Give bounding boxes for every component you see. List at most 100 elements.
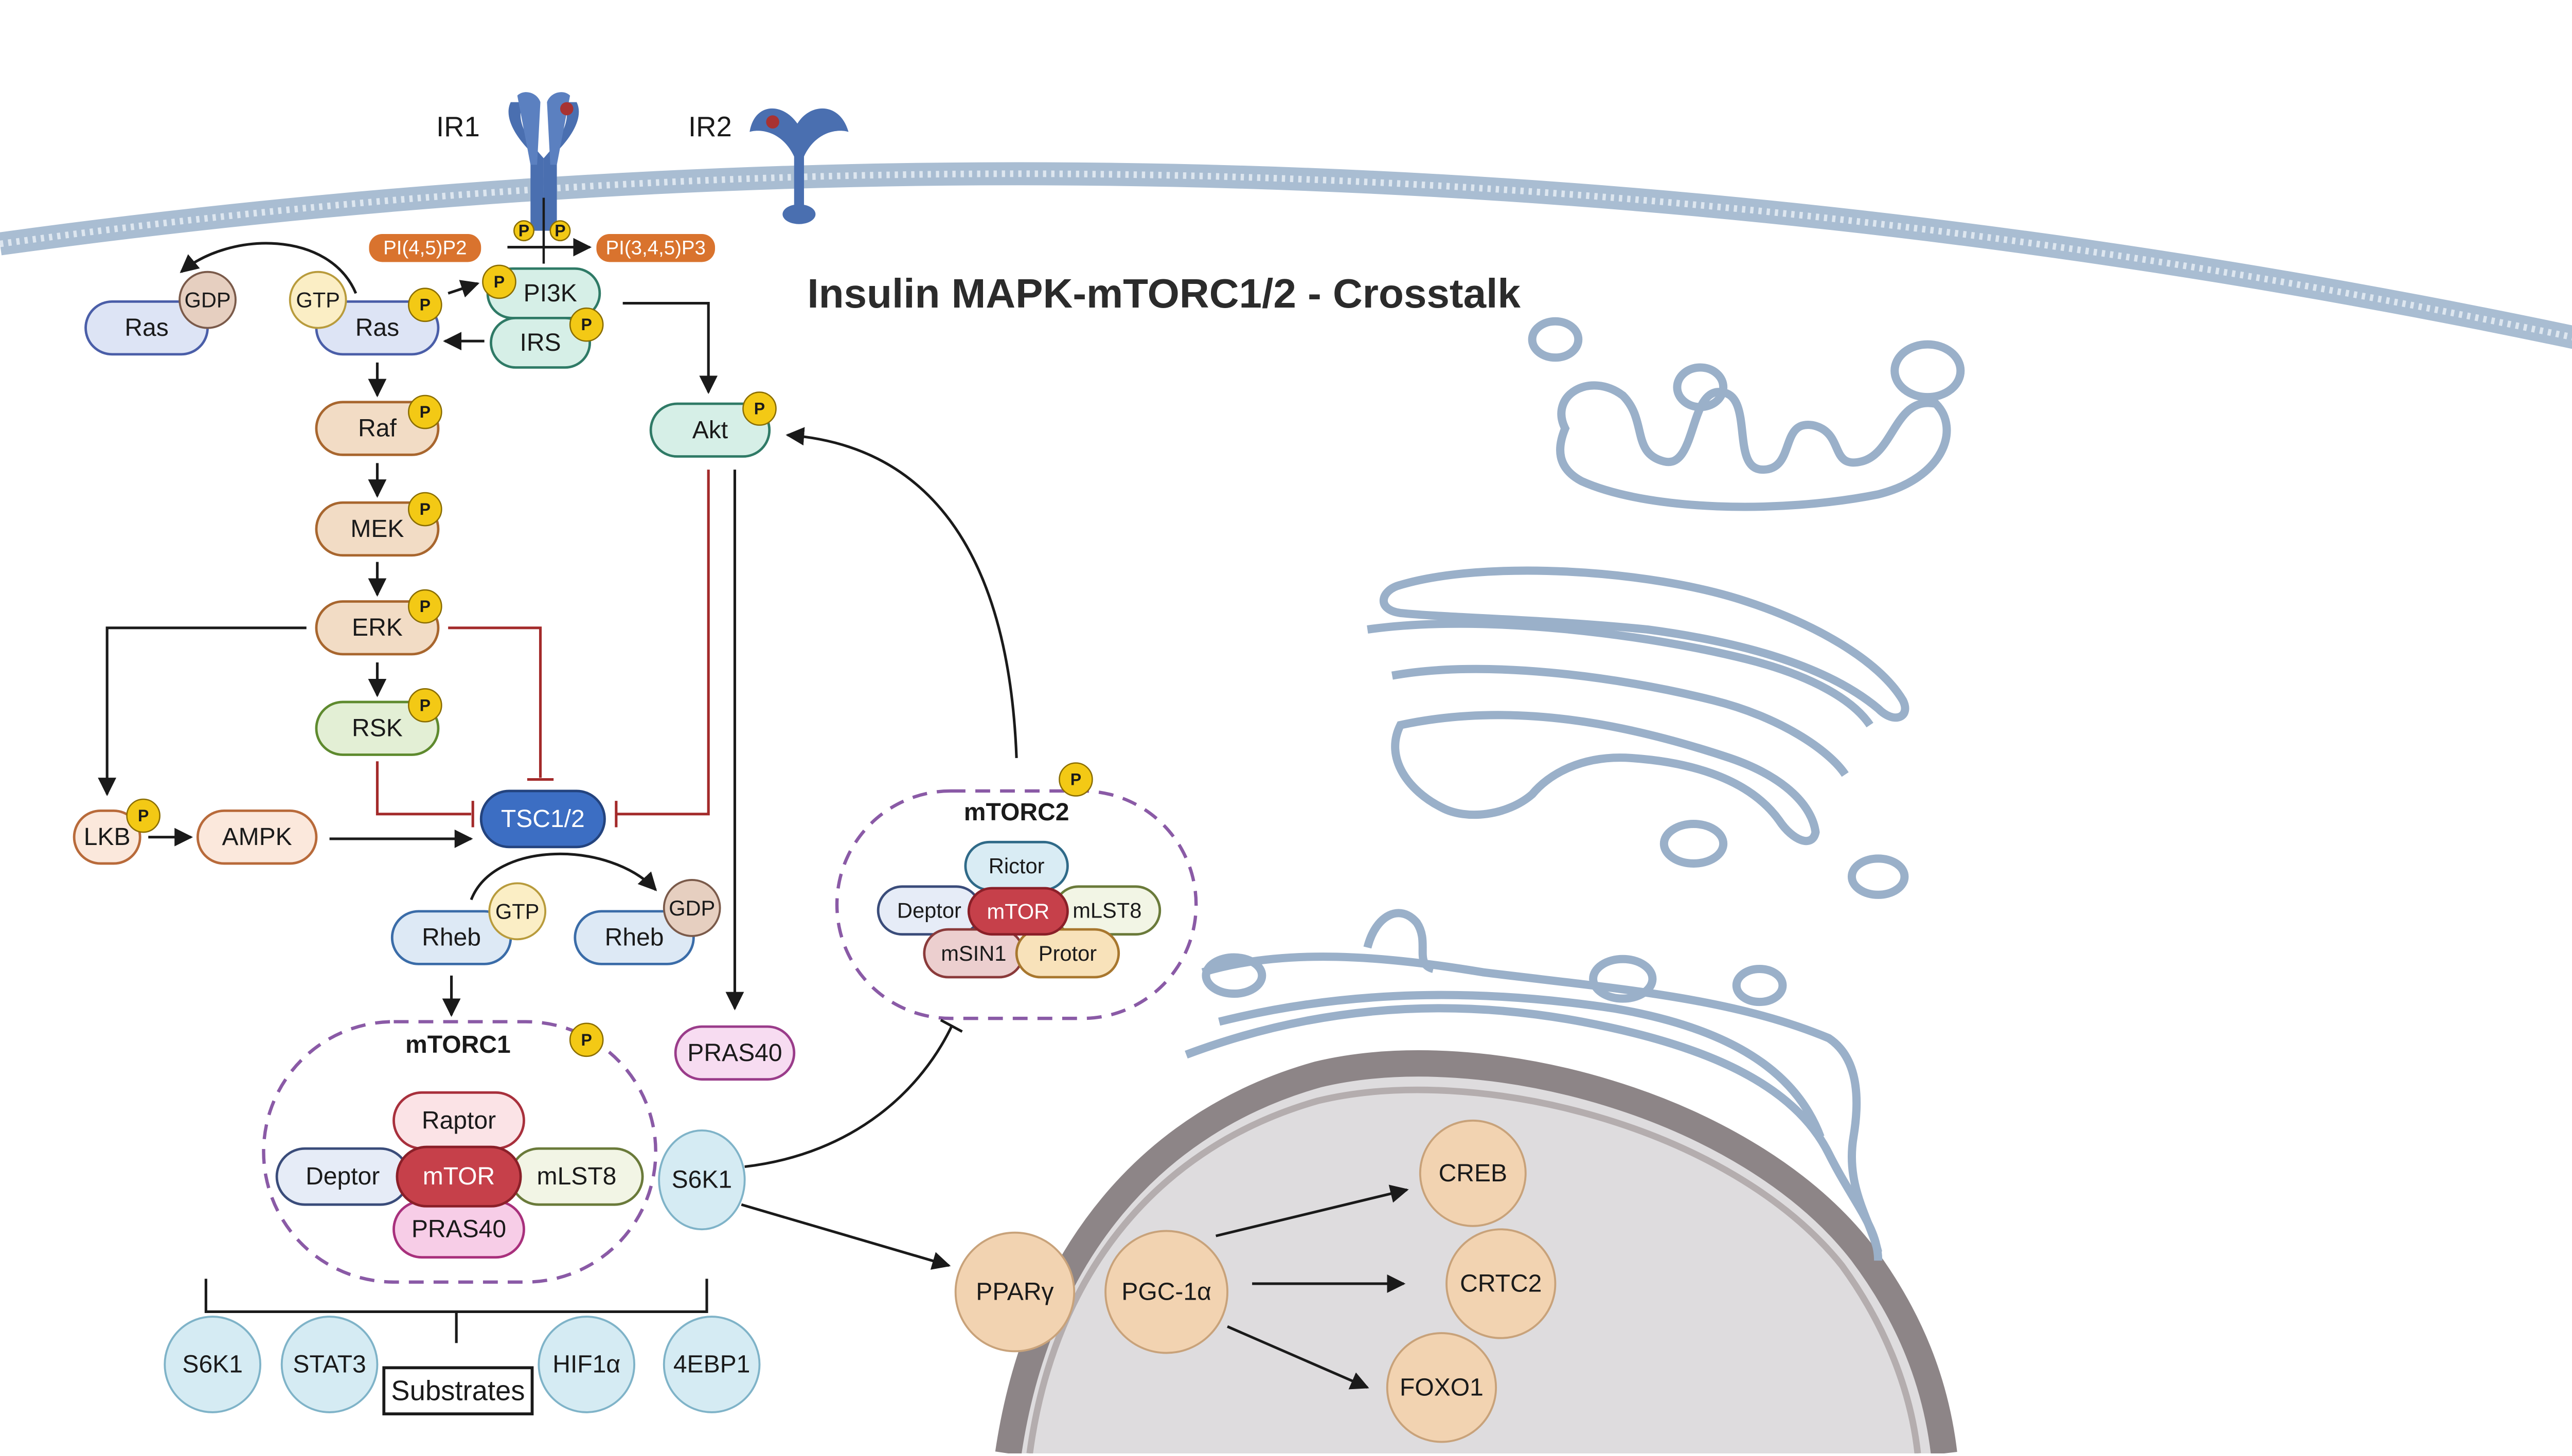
pgc-to-creb-arrow	[1216, 1184, 1409, 1237]
mtorc1-mtor: mTOR	[423, 1163, 495, 1190]
pgc-label: PGC-1α	[1121, 1278, 1211, 1305]
erk-label: ERK	[352, 614, 403, 641]
irs-phospho: P	[581, 315, 592, 334]
rheb-gdp-node: Rheb GDP	[574, 879, 721, 965]
rsk-node: RSK P	[315, 688, 442, 756]
erk-node: ERK P	[315, 589, 442, 656]
substrate-s6k1-label: S6K1	[182, 1351, 243, 1378]
crtc2-node: CRTC2	[1445, 1228, 1557, 1339]
irs-node: IRS P	[490, 307, 604, 369]
lkb-phospho: P	[138, 806, 149, 825]
erk-to-lkb-arrow	[98, 626, 307, 796]
mtorc2-deptor: Deptor	[897, 898, 961, 923]
gdp-top-label: GDP	[184, 288, 230, 312]
mek-phospho: P	[420, 500, 431, 518]
diagram-title: Insulin MAPK-mTORC1/2 - Crosstalk	[807, 271, 1521, 316]
ir2-label: IR2	[688, 111, 732, 142]
ir1-receptor: P P	[508, 92, 579, 242]
pgc-to-foxo1-arrow	[1227, 1325, 1369, 1390]
creb-node: CREB	[1419, 1119, 1527, 1227]
mek-node: MEK P	[315, 492, 442, 557]
pi3k-to-akt-arrow	[622, 301, 718, 394]
rheb-gtp-node: Rheb GTP	[390, 882, 547, 965]
mtorc1-mlst8: mLST8	[537, 1163, 617, 1190]
s6k1-inhibits-mtorc2	[744, 1024, 954, 1169]
ras-to-pi3k-arrow	[448, 280, 480, 298]
rsk-label: RSK	[352, 715, 403, 742]
akt-label: Akt	[692, 417, 728, 444]
rheb-right-label: Rheb	[605, 924, 664, 951]
irs-label: IRS	[520, 329, 561, 356]
mtorc1-raptor: Raptor	[422, 1107, 496, 1134]
ras-gdp-node: Ras GDP	[84, 271, 237, 356]
akt-node: Akt P	[649, 391, 777, 458]
mek-label: MEK	[350, 515, 404, 543]
ras-left-label: Ras	[124, 314, 168, 341]
mtorc1-label: mTORC1	[405, 1031, 511, 1058]
pras40-free-node: PRAS40	[674, 1025, 796, 1081]
raf-node: Raf P	[315, 394, 442, 456]
mtorc1-deptor: Deptor	[306, 1163, 380, 1190]
foxo1-label: FOXO1	[1400, 1374, 1484, 1401]
substrate-stat3: STAT3	[280, 1316, 379, 1413]
mtorc2-mlst8: mLST8	[1073, 898, 1141, 923]
ir1-label: IR1	[436, 111, 480, 142]
ppar-node: PPARγ	[954, 1231, 1076, 1353]
ampk-node: AMPK	[196, 810, 318, 865]
gdp-rheb-label: GDP	[669, 896, 715, 920]
cell-membrane	[0, 162, 2572, 349]
rsk-phospho: P	[420, 696, 431, 714]
mtorc2-msin1: mSIN1	[941, 941, 1006, 965]
crtc2-label: CRTC2	[1460, 1270, 1542, 1297]
s6k1-inhibit-bar	[940, 1019, 963, 1033]
ppar-label: PPARγ	[976, 1278, 1053, 1305]
gtp-top-label: GTP	[296, 288, 340, 312]
pip3-text: PI(3,4,5)P3	[606, 237, 706, 259]
substrate-s6k1: S6K1	[164, 1316, 261, 1413]
pip2-text: PI(4,5)P2	[383, 237, 467, 259]
substrate-hif1a: HIF1α	[538, 1316, 636, 1413]
akt-phospho: P	[754, 400, 765, 418]
ras-gtp-node: Ras GTP P	[289, 271, 442, 356]
pi3k-node: PI3K P	[482, 264, 601, 319]
substrates-label: Substrates	[391, 1375, 525, 1407]
ir2-receptor	[749, 108, 849, 224]
substrate-stat3-label: STAT3	[293, 1351, 366, 1378]
mtorc2-rictor: Rictor	[989, 854, 1045, 878]
substrates-bracket	[204, 1279, 708, 1343]
mtorc2-to-akt-arrow	[785, 427, 1018, 758]
s6k1-mid-label: S6K1	[672, 1166, 733, 1194]
ampk-label: AMPK	[222, 823, 292, 851]
substrate-4ebp1-label: 4EBP1	[673, 1351, 751, 1378]
tsc-label: TSC1/2	[501, 805, 585, 833]
pgc-node: PGC-1α	[1104, 1230, 1229, 1354]
mtorc1-phospho: P	[581, 1031, 592, 1049]
pip2-label-box: PI(4,5)P2	[369, 233, 481, 262]
ir1-phospho-left: P	[519, 222, 529, 240]
lkb-label: LKB	[84, 823, 131, 851]
pi3k-label: PI3K	[524, 280, 577, 307]
s6k1-mid-node: S6K1	[658, 1129, 746, 1231]
rheb-left-label: Rheb	[422, 924, 481, 951]
ras-phospho: P	[420, 296, 431, 314]
raf-phospho: P	[420, 403, 431, 421]
foxo1-node: FOXO1	[1386, 1332, 1497, 1443]
mtorc1-pras40: PRAS40	[412, 1216, 506, 1243]
substrates-label-box: Substrates	[382, 1366, 534, 1415]
ir1-phospho-right: P	[555, 222, 565, 240]
substrate-4ebp1: 4EBP1	[663, 1316, 761, 1413]
erk-phospho: P	[420, 597, 431, 616]
gtp-rheb-label: GTP	[495, 899, 540, 923]
substrate-hif1a-label: HIF1α	[552, 1351, 620, 1378]
tsc-node: TSC1/2	[479, 789, 606, 849]
ras-gtp-to-gdp-arrow	[180, 242, 358, 294]
mtorc1-complex: mTORC1 P Raptor PRAS40 Deptor mLST8 mTOR	[262, 1020, 657, 1284]
s6k1-to-ppar-arrow	[741, 1203, 951, 1270]
inhibition-lines	[376, 470, 710, 828]
pip3-label-box: PI(3,4,5)P3	[596, 233, 716, 262]
lkb-node: LKB P	[73, 798, 160, 865]
ras-right-label: Ras	[355, 314, 399, 341]
mtorc2-complex: mTORC2 P Rictor Deptor mLST8 mSIN1 Proto…	[835, 762, 1198, 1020]
